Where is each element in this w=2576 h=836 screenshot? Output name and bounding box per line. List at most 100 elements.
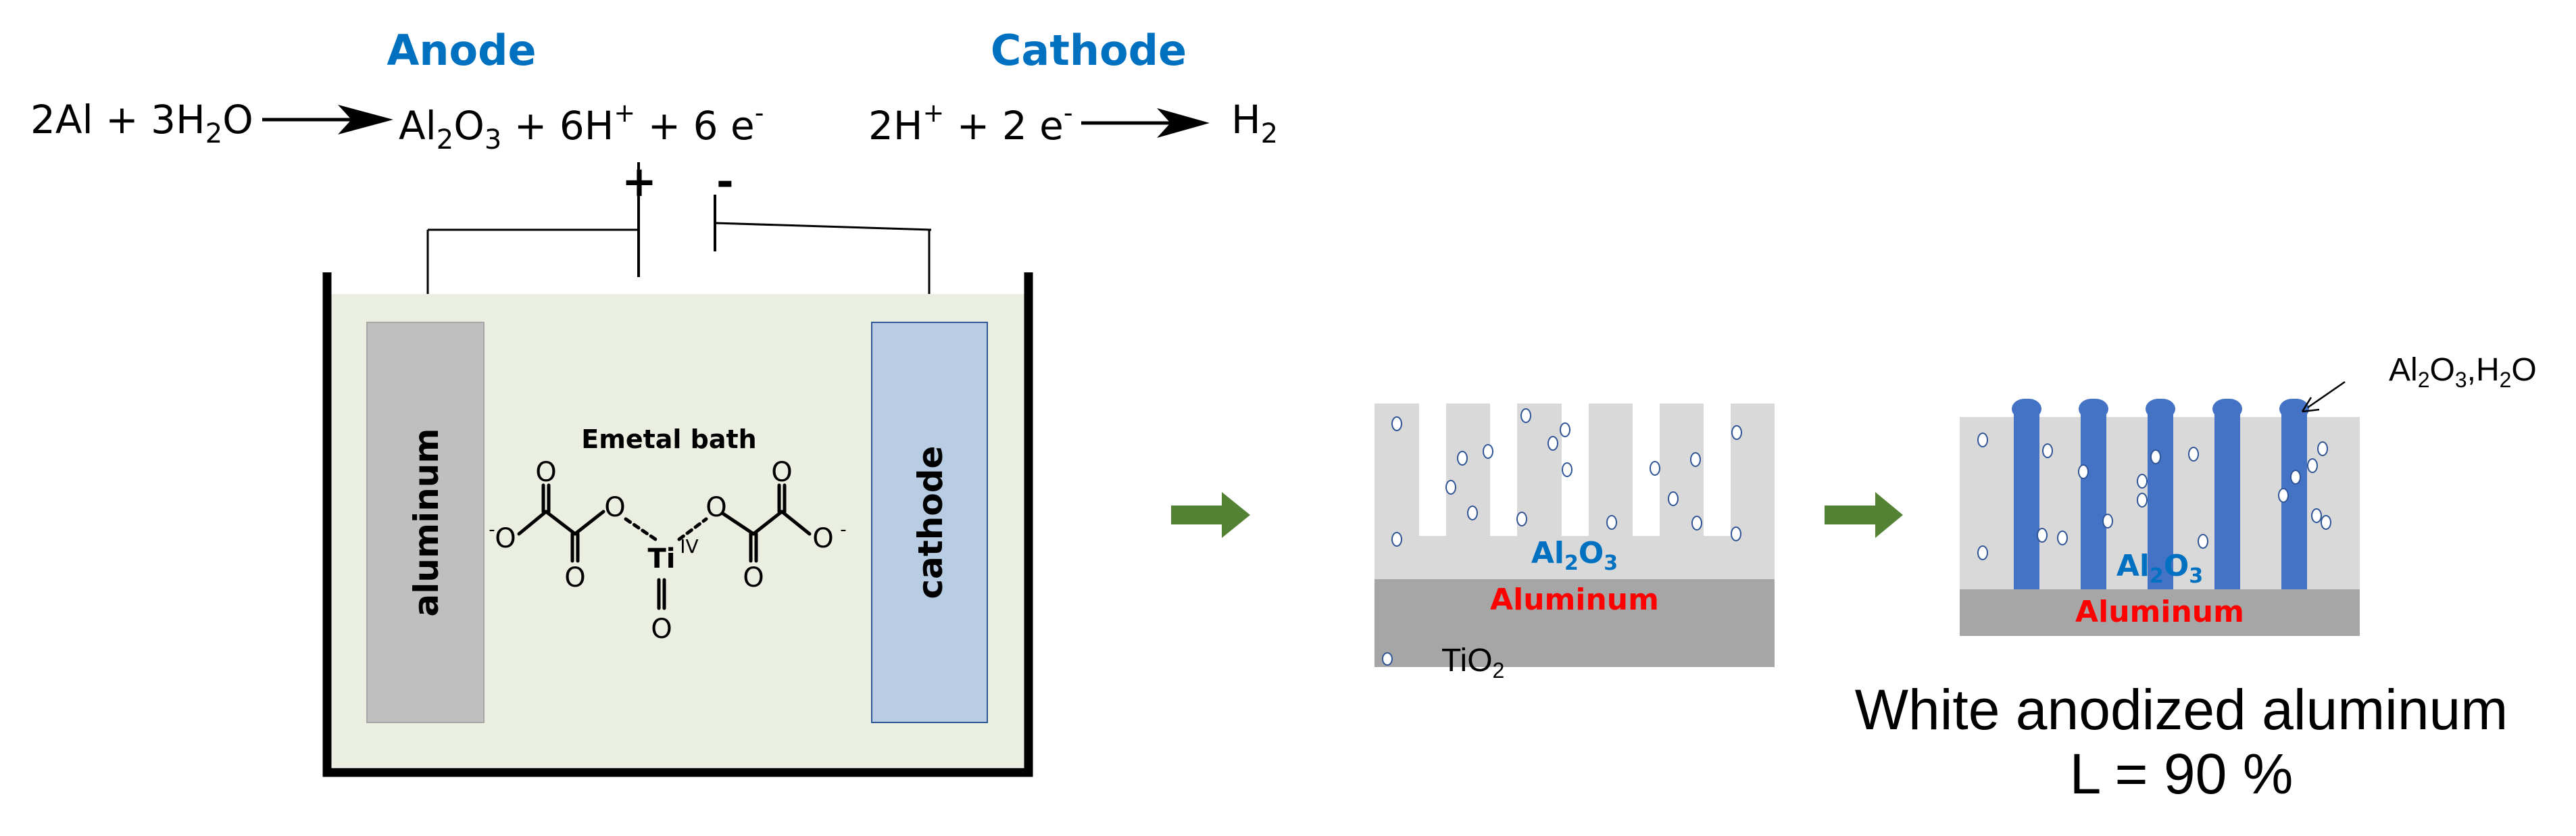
tio2-particle xyxy=(1520,408,1531,423)
reactant-text: 2Al + 3H xyxy=(30,97,205,143)
superscript: + xyxy=(922,98,945,128)
cathode-equation-products: H2 xyxy=(1231,100,1278,147)
tio2-particle xyxy=(2188,447,2199,462)
product-text: + 6H xyxy=(501,103,614,149)
superscript: - xyxy=(1063,98,1073,128)
cathode-equation-reactants: 2H+ + 2 e- xyxy=(868,100,1073,145)
subscript: 2 xyxy=(2149,564,2164,588)
stage2-metal-label: Aluminum xyxy=(2075,595,2244,629)
subscript: 2 xyxy=(205,118,223,149)
tio2-particle xyxy=(1445,480,1456,495)
sealed-pore xyxy=(2214,404,2240,589)
complex-atoms: O O - O O Ti IV O O O O O - xyxy=(489,457,846,645)
tio2-particle xyxy=(1516,512,1527,526)
stage2-sealed-pores xyxy=(2012,399,2309,589)
pore xyxy=(1419,403,1446,536)
caption-line-1: White anodized aluminum xyxy=(1854,678,2508,741)
tio2-particle xyxy=(1650,461,1660,476)
tio2-particle xyxy=(1391,416,1402,431)
subscript: 3 xyxy=(484,124,502,155)
oxygen-atom: O xyxy=(812,523,833,554)
caption-line-2: L = 90 % xyxy=(2069,742,2294,806)
tio2-particle xyxy=(1690,452,1701,467)
tio2-particle xyxy=(2102,514,2113,528)
subscript: 3 xyxy=(2454,368,2467,392)
oxygen-atom: O xyxy=(535,457,556,488)
process-arrow-2 xyxy=(1825,492,1903,538)
subscript: 2 xyxy=(2499,368,2512,392)
tio2-particle xyxy=(1547,436,1558,451)
process-arrow-1 xyxy=(1171,492,1250,538)
cathode-electrode-label: cathode xyxy=(911,446,950,599)
oxygen-atom: O xyxy=(771,457,792,488)
stage2-oxide-label: Al2O3 xyxy=(2116,549,2203,588)
tio2-particle xyxy=(1467,506,1478,520)
subscript: 2 xyxy=(1260,118,1279,149)
tio2-particle xyxy=(2078,464,2089,479)
tio2-particle xyxy=(1483,444,1493,459)
tio2-particle xyxy=(1606,515,1617,530)
oxygen-atom: O xyxy=(604,492,625,523)
pore-cap xyxy=(2212,399,2242,419)
oxidation-state: IV xyxy=(680,535,698,558)
superscript: - xyxy=(754,98,764,128)
tio2-particle xyxy=(1668,491,1679,506)
aluminum-anode-electrode xyxy=(366,322,485,723)
oxygen-atom: O xyxy=(743,562,764,593)
stage1-oxide-label: Al2O3 xyxy=(1531,536,1618,575)
tio2-particle xyxy=(2042,443,2053,458)
sealed-pore xyxy=(2148,404,2173,589)
negative-charge: - xyxy=(489,520,495,540)
reactant-text: 2H xyxy=(868,103,923,149)
tio2-particle xyxy=(2150,449,2161,464)
callout-label: Al2O3,H2O xyxy=(2389,351,2537,393)
product-text: O xyxy=(453,103,485,149)
tio2-particle xyxy=(1391,532,1402,547)
tio2-particle xyxy=(2321,515,2331,530)
aluminum-substrate xyxy=(1960,589,2360,636)
tio2-particle xyxy=(2317,441,2328,456)
reactant-text: O xyxy=(222,97,253,143)
callout-arrow xyxy=(2301,380,2346,413)
cathode-wire-horizontal xyxy=(714,222,932,231)
pore-cap xyxy=(2012,399,2041,419)
pore-cap xyxy=(2079,399,2108,419)
stage2-tio2-particles xyxy=(1977,433,2331,560)
tio2-legend-label: TiO2 xyxy=(1441,642,1504,683)
subscript: 2 xyxy=(436,124,454,155)
pore xyxy=(1704,403,1731,536)
reactant-text: + 2 e xyxy=(944,103,1064,149)
tio2-particle xyxy=(1977,433,1988,447)
stage1-metal-label: Aluminum xyxy=(1490,583,1659,617)
product-text: Al xyxy=(399,103,437,149)
subscript: 3 xyxy=(2189,564,2204,588)
label-text: O xyxy=(2163,549,2189,583)
tio2-particle xyxy=(1691,516,1702,531)
label-text: O xyxy=(2511,352,2537,388)
subscript: 2 xyxy=(1564,551,1579,575)
superscript: + xyxy=(614,98,636,128)
tio2-legend-symbol xyxy=(1382,652,1393,666)
bath-label: Emetal bath xyxy=(581,424,756,454)
oxygen-atom: O xyxy=(564,562,585,593)
product-text: + 6 e xyxy=(635,103,755,149)
negative-terminal-sign: - xyxy=(716,157,734,206)
oxygen-atom: O xyxy=(495,523,516,554)
label-text: Al xyxy=(2389,352,2418,388)
label-text: TiO xyxy=(1441,643,1493,679)
sealed-pore xyxy=(2014,404,2039,589)
tio2-particle xyxy=(2137,474,2148,489)
anode-reaction-arrow xyxy=(262,105,393,134)
stage1-pores xyxy=(1419,403,1731,536)
pore-cap xyxy=(2279,399,2309,419)
product-text: H xyxy=(1231,97,1261,143)
cathode-reaction-arrow xyxy=(1081,108,1210,138)
tio2-particle xyxy=(2137,493,2148,508)
tio2-particle xyxy=(1731,425,1742,440)
subscript: 2 xyxy=(1492,658,1505,683)
aluminum-substrate xyxy=(1374,579,1775,667)
label-text: Al xyxy=(2116,549,2150,583)
aluminum-electrode-label: aluminum xyxy=(407,428,446,616)
pore-cap xyxy=(2146,399,2175,419)
